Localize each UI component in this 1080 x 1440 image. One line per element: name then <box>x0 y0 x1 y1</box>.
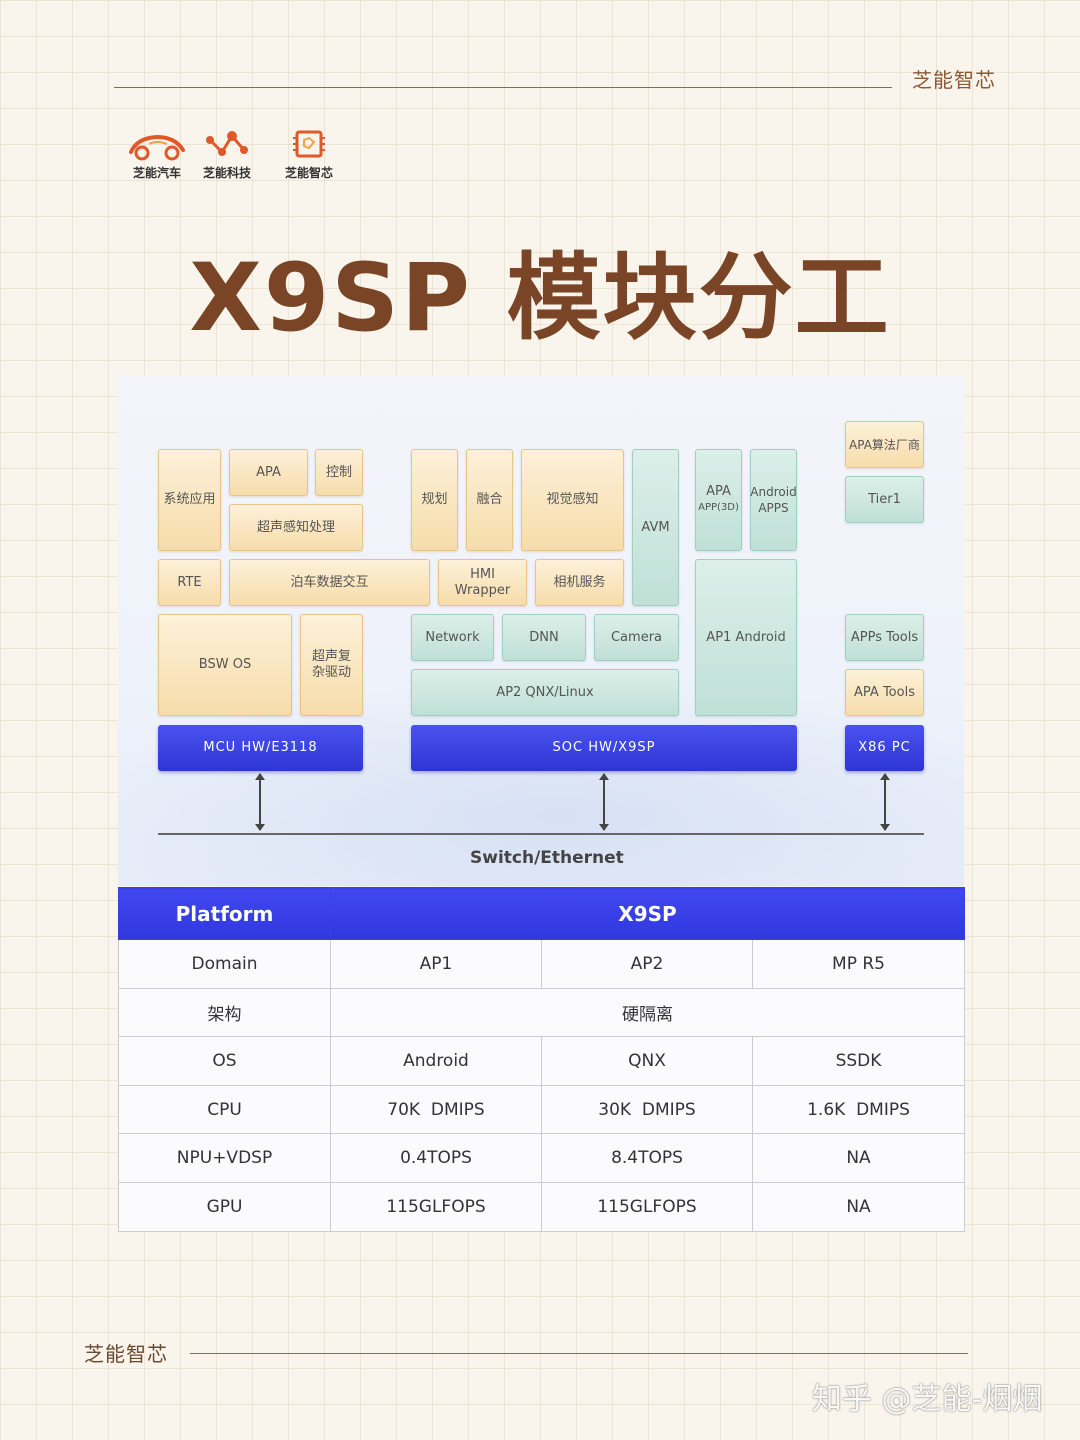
hmi-line1: HMI <box>470 566 495 582</box>
row-label: CPU <box>118 1084 331 1135</box>
module-system-app: 系统应用 <box>158 449 221 551</box>
logo-label: 芝能汽车 <box>132 166 181 180</box>
arrow-soc-switch <box>599 773 609 831</box>
logo-label: 芝能科技 <box>202 166 251 180</box>
switch-ethernet-label: Switch/Ethernet <box>470 848 624 868</box>
table-cell: SSDK <box>751 1036 966 1086</box>
module-planning: 规划 <box>411 449 458 551</box>
table-row: GPU 115GLFOPS 115GLFOPS NA <box>118 1181 966 1232</box>
row-label: GPU <box>118 1181 331 1232</box>
module-network: Network <box>411 614 494 661</box>
android-apps-line1: Android <box>750 485 797 499</box>
switch-ethernet-line <box>158 833 924 835</box>
architecture-diagram: 系统应用 APA 控制 超声感知处理 RTE 泊车数据交互 BSW OS 超声复… <box>118 376 964 886</box>
logo-zhineng-tech: 芝能科技 <box>188 128 266 190</box>
logo-zhineng-chip: 芝能智芯 <box>270 128 348 190</box>
table-cell: 8.4TOPS <box>541 1133 753 1183</box>
row-label: OS <box>118 1036 331 1086</box>
module-android-apps: Android APPS <box>750 449 797 551</box>
brand-name-top: 芝能智芯 <box>912 68 996 92</box>
arrow-pc-switch <box>880 773 890 831</box>
spec-table: Platform X9SP Domain AP1 AP2 MP R5 架构 硬隔… <box>118 887 966 1232</box>
table-cell: Android <box>330 1036 542 1086</box>
header-platform: Platform <box>118 887 331 940</box>
table-row: NPU+VDSP 0.4TOPS 8.4TOPS NA <box>118 1133 966 1183</box>
module-apa: APA <box>229 449 308 496</box>
row-label: Domain <box>118 939 331 989</box>
table-row: CPU 70K DMIPS 30K DMIPS 1.6K DMIPS <box>118 1084 966 1135</box>
android-apps-line2: APPS <box>758 501 789 515</box>
module-vision-perception: 视觉感知 <box>521 449 624 551</box>
module-avm: AVM <box>632 449 679 606</box>
row-label: 架构 <box>118 987 331 1038</box>
module-dnn: DNN <box>502 614 586 661</box>
chip-icon <box>293 130 325 158</box>
table-cell: 115GLFOPS <box>541 1181 753 1232</box>
table-row: 架构 硬隔离 <box>118 987 966 1038</box>
page-title: X9SP 模块分工 <box>189 244 891 353</box>
module-ultrasonic-processing: 超声感知处理 <box>229 504 363 551</box>
module-apps-tools: APPs Tools <box>845 614 924 661</box>
watermark: 知乎 @芝能-烟烟 <box>812 1382 1043 1417</box>
table-cell: 115GLFOPS <box>330 1181 542 1232</box>
table-cell-merged: 硬隔离 <box>329 987 966 1038</box>
table-cell: MP R5 <box>751 939 966 989</box>
brand-name-bottom: 芝能智芯 <box>84 1342 168 1366</box>
logo-zhineng-auto: 芝能汽车 <box>118 128 196 190</box>
soc-hw-bar: SOC HW/X9SP <box>411 725 797 771</box>
module-apa-tools: APA Tools <box>845 669 924 716</box>
module-control: 控制 <box>315 449 363 496</box>
module-apa-vendor: APA算法厂商 <box>845 421 924 468</box>
module-ap2-qnx-linux: AP2 QNX/Linux <box>411 669 679 716</box>
table-header-row: Platform X9SP <box>118 887 966 940</box>
table-row: OS Android QNX SSDK <box>118 1036 966 1086</box>
module-parking-data: 泊车数据交互 <box>229 559 430 606</box>
table-row: Domain AP1 AP2 MP R5 <box>118 939 966 989</box>
logo-label: 芝能智芯 <box>284 166 333 180</box>
header-rule <box>114 87 892 88</box>
header-x9sp: X9SP <box>329 887 966 940</box>
table-cell: 0.4TOPS <box>330 1133 542 1183</box>
module-ultrasonic-driver: 超声复杂驱动 <box>300 614 363 716</box>
module-tier1: Tier1 <box>845 476 924 523</box>
x86-pc-bar: X86 PC <box>845 725 924 771</box>
table-cell: AP2 <box>541 939 753 989</box>
module-ap1-android: AP1 Android <box>695 559 797 716</box>
table-cell: 70K DMIPS <box>330 1084 542 1135</box>
module-fusion: 融合 <box>466 449 513 551</box>
module-bsw-os: BSW OS <box>158 614 292 716</box>
row-label: NPU+VDSP <box>118 1133 331 1183</box>
arrow-mcu-switch <box>255 773 265 831</box>
hmi-line2: Wrapper <box>454 582 511 598</box>
table-cell: 1.6K DMIPS <box>751 1084 966 1135</box>
table-cell: 30K DMIPS <box>541 1084 753 1135</box>
footer-rule <box>190 1353 968 1354</box>
mcu-hw-bar: MCU HW/E3118 <box>158 725 363 771</box>
table-cell: AP1 <box>330 939 542 989</box>
network-icon <box>206 131 248 156</box>
table-cell: NA <box>751 1133 966 1183</box>
car-icon <box>129 134 185 161</box>
table-cell: QNX <box>541 1036 753 1086</box>
module-camera-service: 相机服务 <box>535 559 624 606</box>
table-cell: NA <box>751 1181 966 1232</box>
apa-app-line2: APP(3D) <box>698 502 739 513</box>
module-hmi-wrapper: HMI Wrapper <box>438 559 527 606</box>
module-apa-app: APA APP(3D) <box>695 449 742 551</box>
apa-app-line1: APA <box>706 484 731 499</box>
module-rte: RTE <box>158 559 221 606</box>
module-camera: Camera <box>594 614 679 661</box>
